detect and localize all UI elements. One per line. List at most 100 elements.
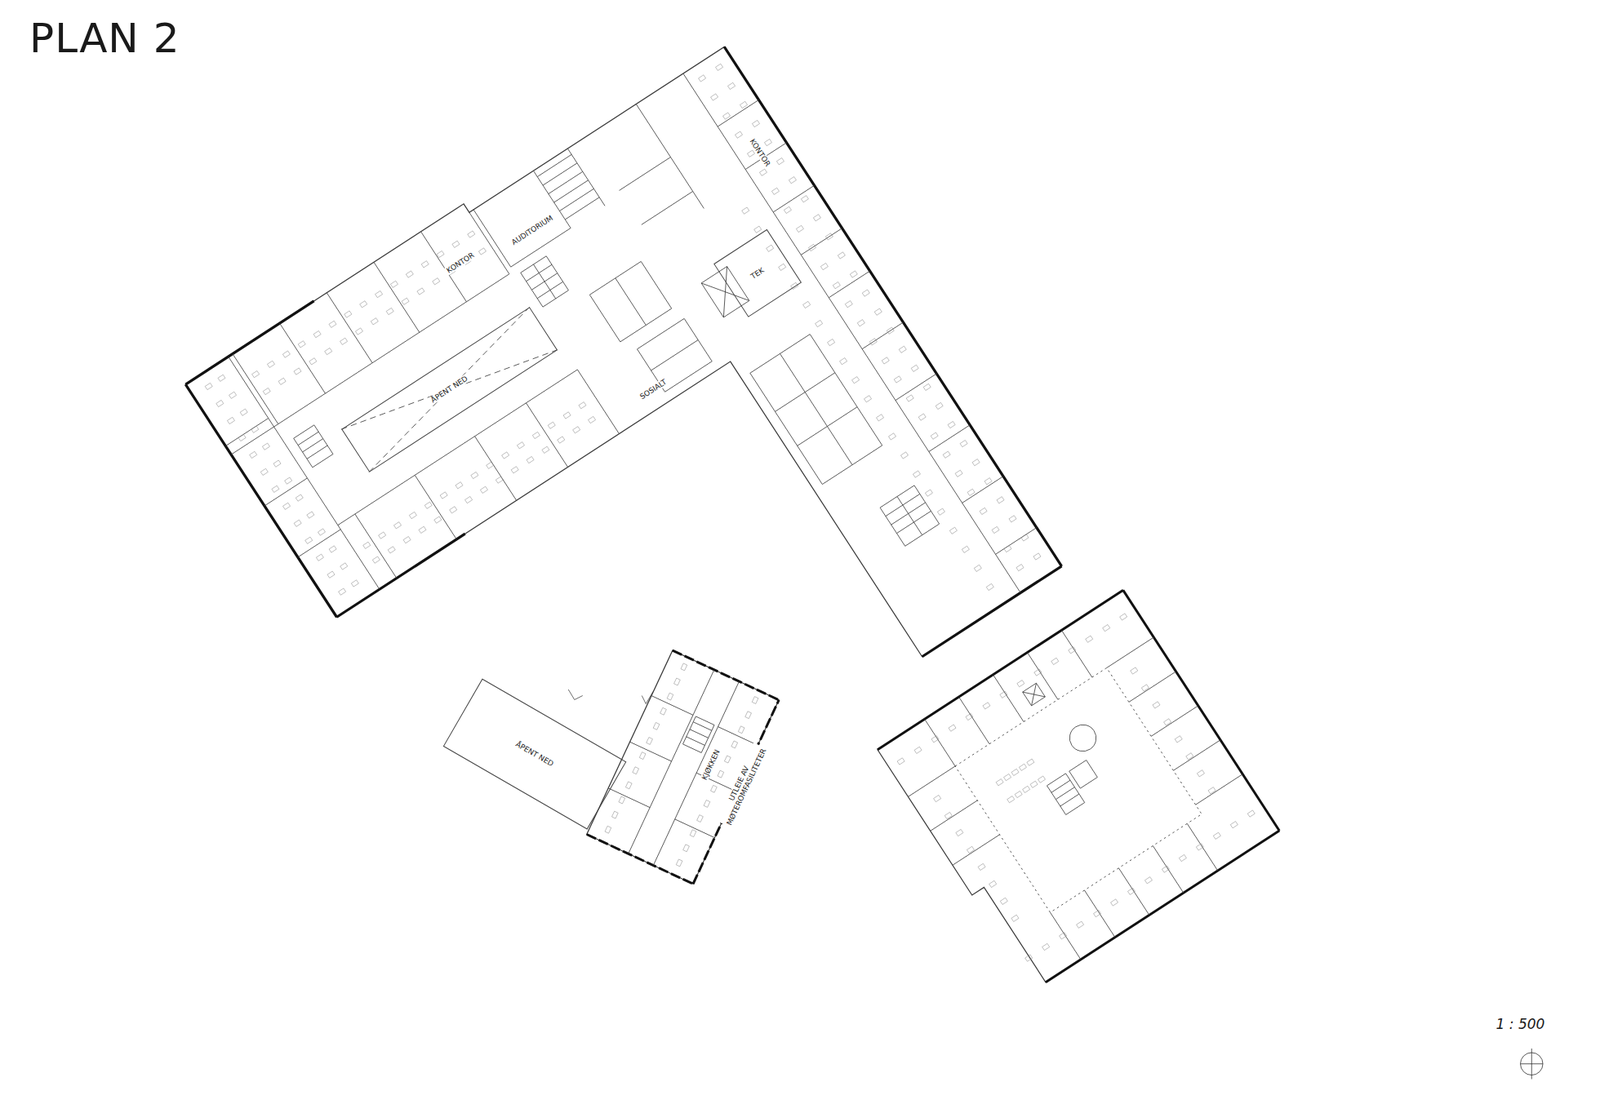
- desk: [660, 707, 667, 716]
- desk: [1230, 822, 1238, 829]
- desk: [979, 507, 987, 515]
- void-diagonal: [341, 306, 558, 472]
- desk: [1085, 635, 1094, 643]
- desk: [284, 477, 293, 485]
- desk: [986, 583, 994, 591]
- desk: [378, 532, 387, 539]
- desk: [967, 488, 975, 496]
- exterior-wall: [877, 590, 1280, 991]
- desk: [226, 417, 235, 424]
- lift-core: [1022, 683, 1046, 707]
- desk: [340, 563, 348, 570]
- desk: [328, 320, 337, 328]
- east-building: [877, 590, 1280, 991]
- desk: [674, 678, 681, 686]
- desk: [776, 158, 784, 165]
- desk: [313, 330, 321, 338]
- desk: [465, 496, 473, 503]
- desk: [1111, 899, 1119, 907]
- desk: [344, 311, 352, 318]
- desk: [251, 426, 259, 433]
- inner-ring: [955, 667, 1202, 913]
- desk: [471, 471, 479, 479]
- room-wall: [185, 204, 510, 455]
- desk: [436, 250, 445, 258]
- desk: [386, 307, 394, 315]
- room-wall: [683, 46, 1063, 593]
- desk: [282, 351, 290, 358]
- desk: [229, 391, 237, 399]
- desk: [886, 327, 894, 334]
- desk: [262, 443, 270, 450]
- auditorium-wall: [473, 170, 571, 267]
- desk: [827, 338, 836, 346]
- desk: [778, 263, 787, 271]
- desk: [526, 456, 534, 463]
- desk: [740, 101, 748, 108]
- room-label: UTLEIE AV MØTEROMFASILITETER: [716, 742, 769, 829]
- room-name: ÅPENT NED: [512, 738, 556, 769]
- desk: [293, 368, 302, 375]
- desk: [666, 693, 674, 701]
- desk: [283, 502, 291, 510]
- plan-title: PLAN 2: [29, 14, 180, 63]
- desk: [317, 528, 325, 536]
- desk: [1030, 781, 1038, 788]
- desk: [723, 112, 731, 120]
- desk: [808, 244, 816, 251]
- room-wall: [337, 369, 620, 590]
- desk: [547, 422, 556, 429]
- desk: [418, 526, 427, 534]
- desk: [1034, 669, 1042, 676]
- desk: [495, 476, 503, 484]
- stair-steps: [297, 431, 328, 459]
- desk: [266, 360, 275, 368]
- desk: [751, 120, 760, 127]
- desk: [703, 800, 711, 808]
- desk: [973, 564, 982, 572]
- desk: [764, 138, 772, 146]
- desk: [455, 482, 463, 489]
- desk: [989, 880, 997, 888]
- desk: [363, 542, 371, 549]
- lift-mark: [701, 266, 750, 318]
- desk: [604, 826, 612, 834]
- desk: [832, 282, 840, 289]
- desk: [844, 301, 853, 308]
- meeting-room: [750, 334, 883, 485]
- desk: [933, 795, 942, 802]
- desk: [813, 214, 821, 222]
- desk: [820, 262, 828, 270]
- desk: [295, 494, 303, 502]
- stair-core: [683, 716, 716, 754]
- desk: [995, 779, 1004, 787]
- desk: [403, 536, 411, 543]
- desk: [881, 357, 889, 365]
- desk: [965, 713, 974, 720]
- desk: [309, 358, 317, 365]
- desk: [1141, 684, 1149, 692]
- small-building: [586, 650, 779, 885]
- desk: [698, 75, 707, 82]
- desk: [340, 337, 348, 345]
- exterior-wall: [185, 38, 1062, 913]
- desk: [1174, 736, 1183, 743]
- room-box: ÅPENT NED: [443, 678, 627, 830]
- desk: [405, 271, 414, 278]
- desk: [1000, 897, 1008, 905]
- desk: [991, 526, 1000, 534]
- desk: [931, 736, 939, 743]
- desk: [327, 571, 335, 578]
- desk: [1011, 768, 1019, 776]
- building-outline: [877, 590, 1280, 991]
- desk: [467, 231, 476, 238]
- desk: [1152, 702, 1160, 709]
- desk: [754, 226, 762, 233]
- desk: [949, 527, 957, 534]
- desk: [966, 846, 974, 854]
- desk: [898, 346, 907, 353]
- desk: [297, 341, 306, 348]
- desk: [742, 207, 750, 214]
- furniture: [897, 613, 1255, 962]
- desk: [588, 416, 596, 423]
